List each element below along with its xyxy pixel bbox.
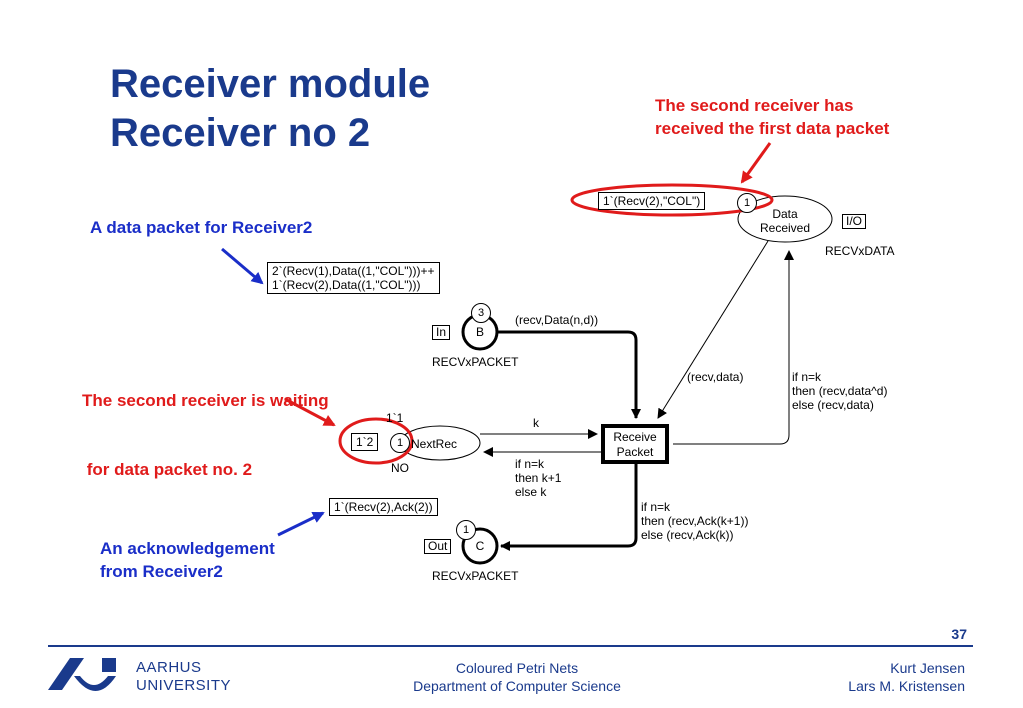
annotation-second-received-line-2: received the first data packet [655,119,890,138]
arc-inscription-k-out-line-1: if n=k [515,457,545,471]
annotation-waiting-line-1: The second receiver is waiting [82,391,329,410]
footer-center: Coloured Petri Nets Department of Comput… [400,659,634,695]
footer-author-1: Kurt Jensen [890,660,965,676]
marking-next-rec: 1`2 [351,433,379,451]
blue-arrow-bottom [277,511,325,537]
arc-inscription-data-in-line-2: then (recv,data^d) [792,384,888,398]
place-name-data-received: Data Received [738,207,832,235]
red-arrow-top [740,142,772,184]
footer-authors: Kurt Jensen Lars M. Kristensen [848,659,965,695]
port-in: In [432,325,451,340]
title-line-1: Receiver module [110,62,431,106]
annotation-data-packet: A data packet for Receiver2 [90,218,313,237]
highlight-data-received [570,183,774,217]
arc-inscription-k-out-line-3: else k [515,485,547,499]
footer-author-2: Lars M. Kristensen [848,678,965,694]
arc-inscription-data-in-line-1: if n=k [792,370,822,384]
arc-inscription-b-in: (recv,Data(n,d)) [515,313,599,327]
type-recvxdata: RECVxDATA [825,244,895,258]
annotation-acknowledgement: An acknowledgement from Receiver2 [100,537,275,583]
type-recvxpacket-c: RECVxPACKET [432,569,519,583]
place-name-b: B [475,325,484,339]
arc-data-received-to-transition [657,240,769,419]
token-count-next-rec: 1 [390,433,410,453]
page-number: 37 [951,626,967,642]
place-name-c: C [475,539,485,553]
blue-arrow-top [221,247,264,285]
token-count-c: 1 [456,520,476,540]
arc-inscription-k-in: k [533,416,539,430]
annotation-second-received: The second receiver has received the fir… [655,94,889,140]
port-out: Out [424,539,452,554]
arc-inscription-k-out-line-2: then k+1 [515,471,562,485]
title-line-2: Receiver no 2 [110,111,371,155]
arc-inscription-data-out: (recv,data) [687,370,744,384]
port-io: I/O [842,214,867,229]
transition-name-line-1: Receive [613,430,657,444]
aarhus-logo-icon [48,658,116,691]
marking-b: 2`(Recv(1),Data((1,"COL")))++ 1`(Recv(2)… [267,262,440,294]
footer-divider [48,645,973,647]
highlight-next-rec [338,417,414,465]
type-recvxpacket-b: RECVxPACKET [432,355,519,369]
red-arrow-middle [284,397,336,427]
footer-department: Department of Computer Science [413,678,621,694]
annotation-waiting-line-2: for data packet no. 2 [82,460,253,479]
place-name-next-rec: NextRec [411,437,458,451]
arc-inscription-data-in-line-3: else (recv,data) [792,398,874,412]
transition-name-line-2: Packet [616,445,654,459]
annotation-ack-line-2: from Receiver2 [100,562,223,581]
page-title: Receiver module Receiver no 2 [110,60,430,158]
initial-marking-next-rec: 1`1 [386,411,404,425]
place-name-data-received-line-2: Received [759,221,811,235]
university-name-line-1: AARHUS [136,659,202,676]
arc-inscription-c-out: if n=k then (recv,Ack(k+1)) else (recv,A… [641,500,748,542]
annotation-ack-line-1: An acknowledgement [100,539,275,558]
arc-transition-to-c [500,464,638,551]
footer-course: Coloured Petri Nets [455,660,579,676]
arc-b-to-transition [497,330,641,419]
arc-inscription-c-out-line-1: if n=k [641,500,671,514]
token-count-data-received: 1 [737,193,757,213]
university-name: AARHUS UNIVERSITY [136,659,231,695]
type-no: NO [391,461,409,475]
marking-b-line-1: 2`(Recv(1),Data((1,"COL")))++ [272,264,435,278]
marking-data-received: 1`(Recv(2),"COL") [598,192,706,210]
transition-receive-packet: Receive Packet [601,424,669,464]
arc-inscription-c-out-line-3: else (recv,Ack(k)) [641,528,734,542]
marking-b-line-2: 1`(Recv(2),Data((1,"COL"))) [272,278,421,292]
arc-inscription-c-out-line-2: then (recv,Ack(k+1)) [641,514,749,528]
marking-c: 1`(Recv(2),Ack(2)) [329,498,438,516]
annotation-second-received-line-1: The second receiver has [655,96,854,115]
arc-inscription-data-in: if n=k then (recv,data^d) else (recv,dat… [792,370,887,412]
arc-transition-to-data-received [673,250,794,445]
university-name-line-2: UNIVERSITY [136,677,232,694]
place-name-data-received-line-1: Data [772,207,798,221]
arc-inscription-k-out: if n=k then k+1 else k [515,457,561,499]
token-count-b: 3 [471,303,491,323]
annotation-waiting: The second receiver is waiting for data … [82,343,329,504]
